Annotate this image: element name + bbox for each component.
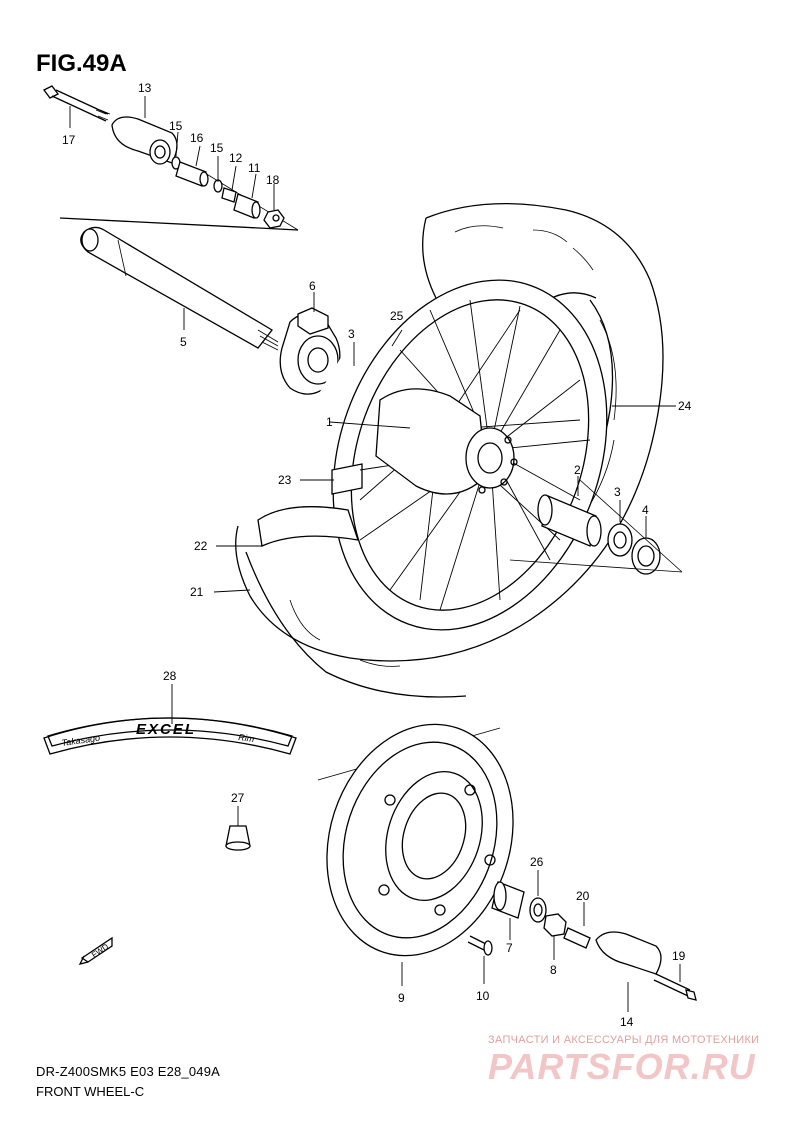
callout-16: 16	[190, 131, 204, 145]
callout-2: 2	[574, 463, 581, 477]
callout-19: 19	[672, 949, 686, 963]
callout-22: 22	[194, 539, 208, 553]
disc-bolt	[467, 935, 493, 956]
callout-7: 7	[506, 941, 513, 955]
right-hub-parts	[509, 479, 683, 575]
upper-axle-hardware	[43, 85, 299, 231]
drawing-code: DR-Z400SMK5 E03 E28_049A	[36, 1064, 221, 1079]
callout-4: 4	[642, 503, 649, 517]
callout-labels: 1 2 3 3 4 5 6 7 8 9 10 11 12 13 14 15 15…	[62, 81, 692, 1029]
callout-6: 6	[309, 279, 316, 293]
figure-title: FIG.49A	[36, 50, 127, 77]
watermark-tagline: ЗАПЧАСТИ И АКСЕССУАРЫ ДЛЯ МОТОТЕХНИКИ	[488, 1034, 760, 1046]
svg-text:Rim: Rim	[238, 732, 256, 744]
decal-text: Takasago EXCEL Rim	[61, 721, 256, 748]
callout-15-a: 15	[169, 119, 183, 133]
wheel-hub	[375, 388, 518, 495]
callout-12: 12	[229, 151, 243, 165]
callout-1: 1	[326, 415, 333, 429]
watermark-logo: PARTSFOR.RU	[488, 1046, 756, 1087]
lower-axle-hardware	[491, 881, 697, 1001]
callout-21: 21	[190, 585, 204, 599]
speedometer-gearbox	[279, 307, 341, 395]
callout-15-b: 15	[210, 141, 224, 155]
callout-8: 8	[550, 963, 557, 977]
callout-24: 24	[678, 399, 692, 413]
rim-decal	[43, 717, 297, 755]
brake-disc	[317, 723, 514, 957]
callout-26: 26	[530, 855, 544, 869]
callout-11: 11	[248, 161, 261, 175]
fwd-arrow-icon: FWD	[78, 936, 113, 965]
axle	[80, 226, 279, 351]
callout-23: 23	[278, 473, 292, 487]
callout-3-left: 3	[348, 327, 355, 341]
callout-20: 20	[576, 889, 590, 903]
callout-9: 9	[398, 991, 405, 1005]
callout-28: 28	[163, 669, 177, 683]
callout-25: 25	[390, 309, 404, 323]
callout-17: 17	[62, 133, 76, 147]
drawing-subtitle: FRONT WHEEL-C	[36, 1084, 145, 1099]
callout-10: 10	[476, 989, 490, 1003]
valve-cap	[225, 825, 251, 851]
callout-13: 13	[138, 81, 152, 95]
svg-text:EXCEL: EXCEL	[136, 721, 196, 738]
callout-14: 14	[620, 1015, 634, 1029]
leader-lines	[69, 96, 681, 1012]
callout-5: 5	[180, 335, 187, 349]
callout-18: 18	[266, 173, 280, 187]
callout-3-right: 3	[614, 485, 621, 499]
callout-27: 27	[231, 791, 245, 805]
